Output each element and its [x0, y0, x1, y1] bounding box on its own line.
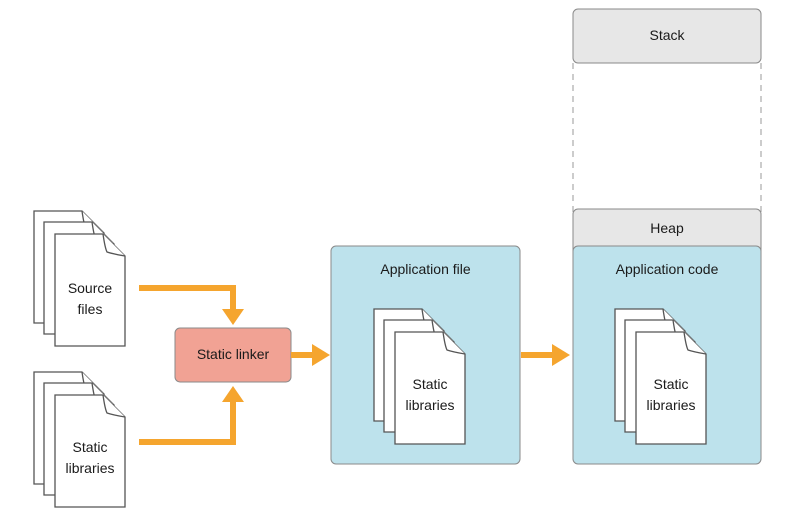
input-static-libraries-label: Static libraries: [65, 439, 115, 476]
application-code-title: Application code: [615, 261, 719, 277]
arrowhead-icon: [222, 309, 244, 325]
static-linker-label: Static linker: [196, 346, 270, 362]
arrowhead-icon: [312, 344, 330, 366]
app-code-static-libraries-label: Static libraries: [646, 376, 696, 413]
app-file-static-libraries-label: Static libraries: [405, 376, 455, 413]
arrow-libraries-to-linker: [139, 386, 244, 445]
stack-label: Stack: [649, 27, 685, 43]
arrow-source-to-linker: [139, 285, 244, 325]
heap-label: Heap: [650, 220, 684, 236]
arrow-app-file-to-memory: [521, 344, 570, 366]
arrow-linker-to-app-file: [291, 344, 330, 366]
arrowhead-icon: [552, 344, 570, 366]
application-file-title: Application file: [380, 261, 471, 277]
source-files-label: Source files: [67, 280, 113, 317]
arrowhead-icon: [222, 386, 244, 402]
stack-box: [572, 8, 762, 64]
